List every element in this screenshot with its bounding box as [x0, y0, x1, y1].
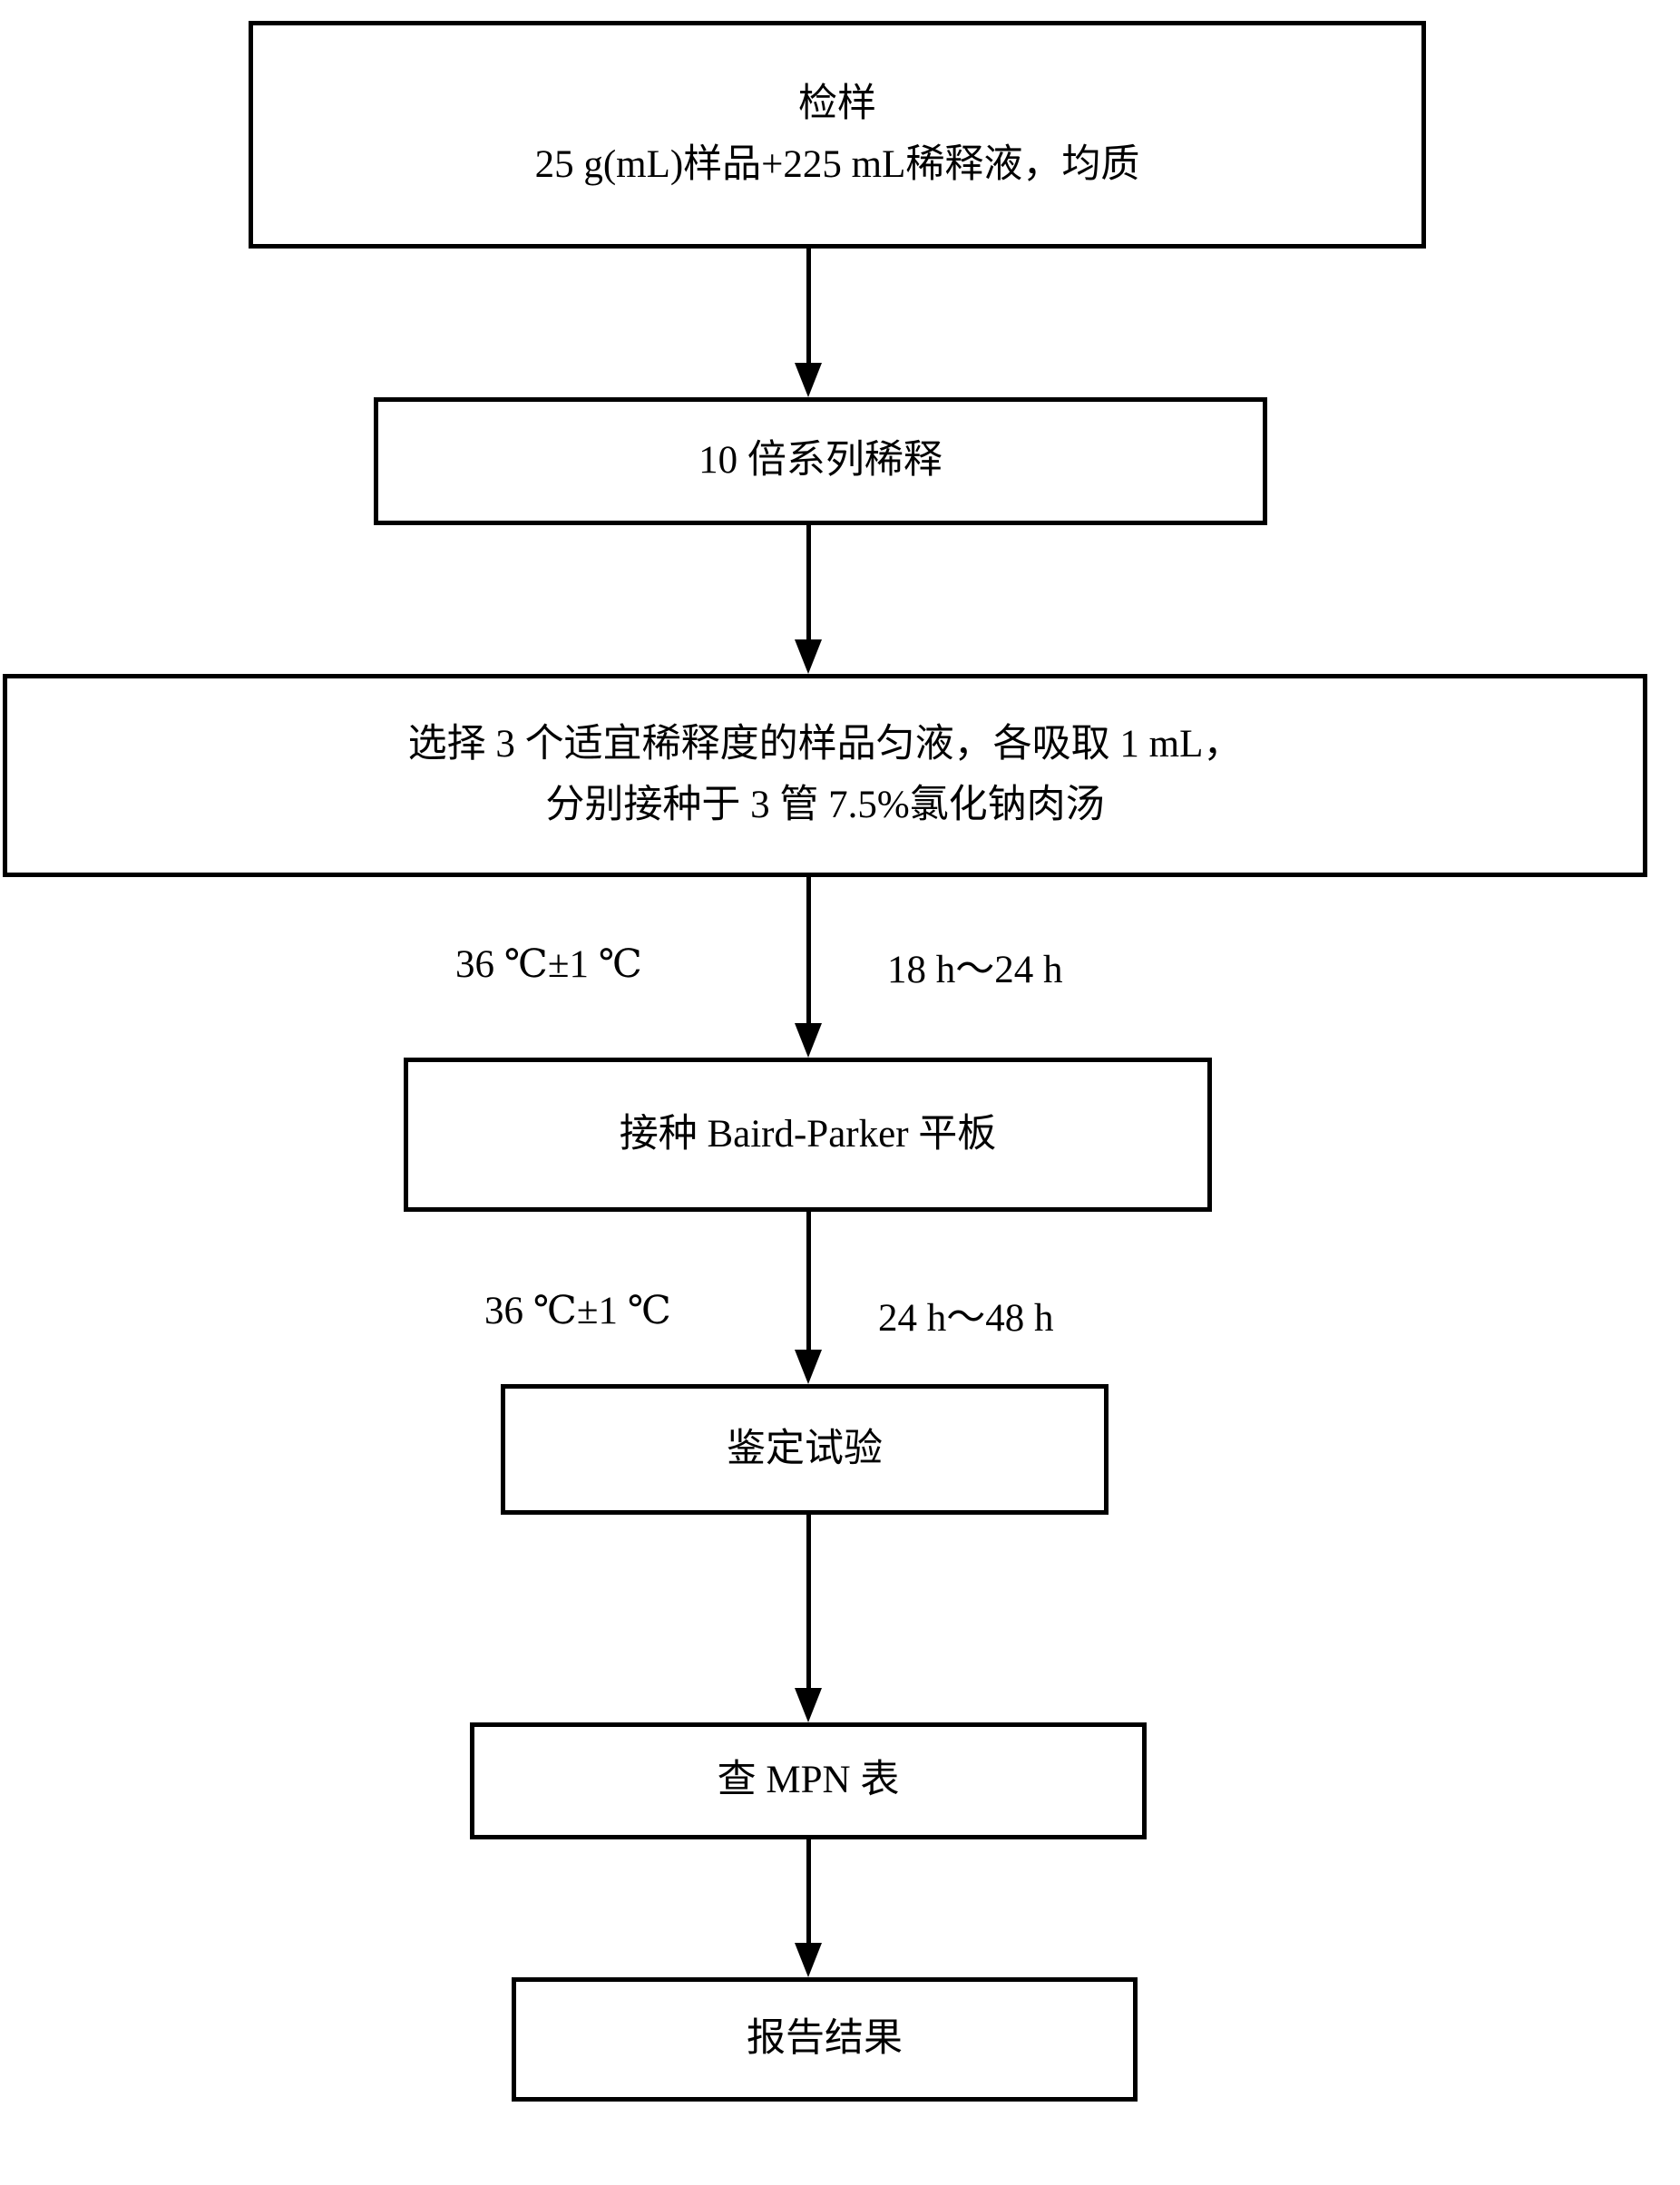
arrow-stem	[806, 1839, 811, 1943]
box-dilution-label: 10 倍系列稀释	[698, 439, 943, 483]
arrow-sample-to-dilution	[795, 249, 822, 397]
arrow-stem	[806, 1515, 811, 1688]
box-select-dilutions: 选择 3 个适宜稀释度的样品匀液，各吸取 1 mL， 分别接种于 3 管 7.5…	[3, 674, 1647, 877]
box-select-line2: 分别接种于 3 管 7.5%氯化钠肉汤	[545, 784, 1105, 826]
arrow-head-icon	[795, 639, 822, 674]
box-select-line1: 选择 3 个适宜稀释度的样品匀液，各吸取 1 mL，	[407, 723, 1243, 766]
arrow-inoculate-to-identify	[795, 1212, 822, 1384]
arrow-head-icon	[795, 1943, 822, 1977]
arrow-stem	[806, 877, 811, 1023]
arrow-head-icon	[795, 1350, 822, 1384]
box-report-results: 报告结果	[512, 1977, 1138, 2102]
arrow-dilution-to-select	[795, 525, 822, 674]
arrow-stem	[806, 1212, 811, 1350]
box-report-label: 报告结果	[747, 2017, 903, 2061]
box-mpn-table: 查 MPN 表	[470, 1722, 1147, 1839]
box-inoculate-label: 接种 Baird-Parker 平板	[619, 1112, 997, 1156]
box-sample-line1: 检样	[798, 82, 876, 125]
annotation-time-1: 18 h～24 h	[887, 949, 1063, 991]
box-baird-parker-plate: 接种 Baird-Parker 平板	[404, 1058, 1212, 1212]
annotation-temperature-1: 36 ℃±1 ℃	[455, 943, 642, 986]
box-sample-prep: 检样 25 g(mL)样品+225 mL稀释液，均质	[249, 21, 1426, 249]
box-sample-line2: 25 g(mL)样品+225 mL稀释液，均质	[534, 142, 1140, 186]
annotation-temperature-2: 36 ℃±1 ℃	[484, 1290, 671, 1332]
box-identify-label: 鉴定试验	[727, 1427, 883, 1470]
box-mpn-label: 查 MPN 表	[717, 1759, 900, 1802]
box-serial-dilution: 10 倍系列稀释	[374, 397, 1267, 525]
arrow-head-icon	[795, 1688, 822, 1722]
arrow-head-icon	[795, 363, 822, 397]
arrow-select-to-inoculate	[795, 877, 822, 1058]
arrow-stem	[806, 249, 811, 363]
arrow-head-icon	[795, 1023, 822, 1058]
arrow-mpn-to-report	[795, 1839, 822, 1977]
annotation-time-2: 24 h～48 h	[878, 1297, 1054, 1340]
arrow-identify-to-mpn	[795, 1515, 822, 1722]
arrow-stem	[806, 525, 811, 639]
box-identification-test: 鉴定试验	[501, 1384, 1109, 1515]
